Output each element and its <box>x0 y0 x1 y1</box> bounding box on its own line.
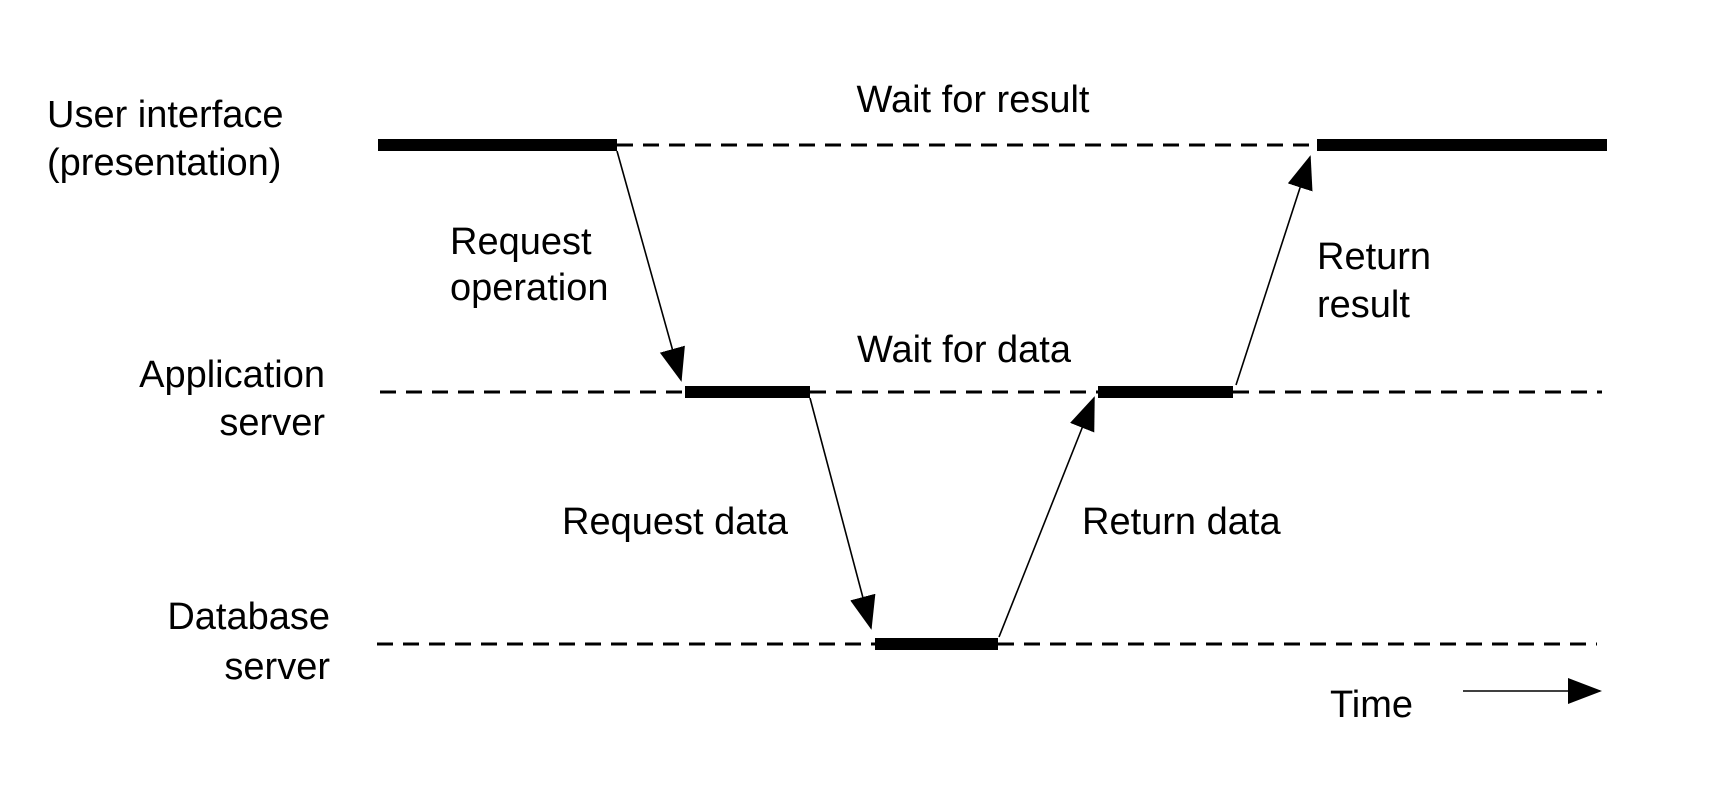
app-label-line1: Application <box>139 354 325 396</box>
time-axis: Time <box>1330 678 1602 726</box>
request-data-label: Request data <box>562 501 789 543</box>
return-result-label-line1: Return <box>1317 236 1431 278</box>
app-label-line2: server <box>219 402 325 444</box>
ui-label-line1: User interface <box>47 94 284 136</box>
request-data-arrow <box>809 397 876 630</box>
return-result-arrow <box>1235 155 1313 386</box>
wait-for-result-label: Wait for result <box>857 79 1090 121</box>
request-operation-label-line2: operation <box>450 267 608 309</box>
return-data-label: Return data <box>1082 501 1281 543</box>
return-data-arrow <box>998 396 1095 638</box>
wait-for-data-label: Wait for data <box>857 329 1072 371</box>
return-result-label-line2: result <box>1317 284 1410 326</box>
message-arrows <box>616 150 1313 638</box>
db-label-line1: Database <box>167 596 330 638</box>
time-axis-label: Time <box>1330 684 1413 726</box>
wait-annotations: Wait for result Wait for data <box>857 79 1090 371</box>
request-operation-label-line1: Request <box>450 221 592 263</box>
message-labels: Request operation Request data Return da… <box>450 221 1431 543</box>
request-operation-arrow <box>616 150 685 382</box>
ui-label-line2: (presentation) <box>47 142 281 184</box>
lifeline-labels: User interface (presentation) Applicatio… <box>47 94 330 688</box>
db-label-line2: server <box>224 646 330 688</box>
